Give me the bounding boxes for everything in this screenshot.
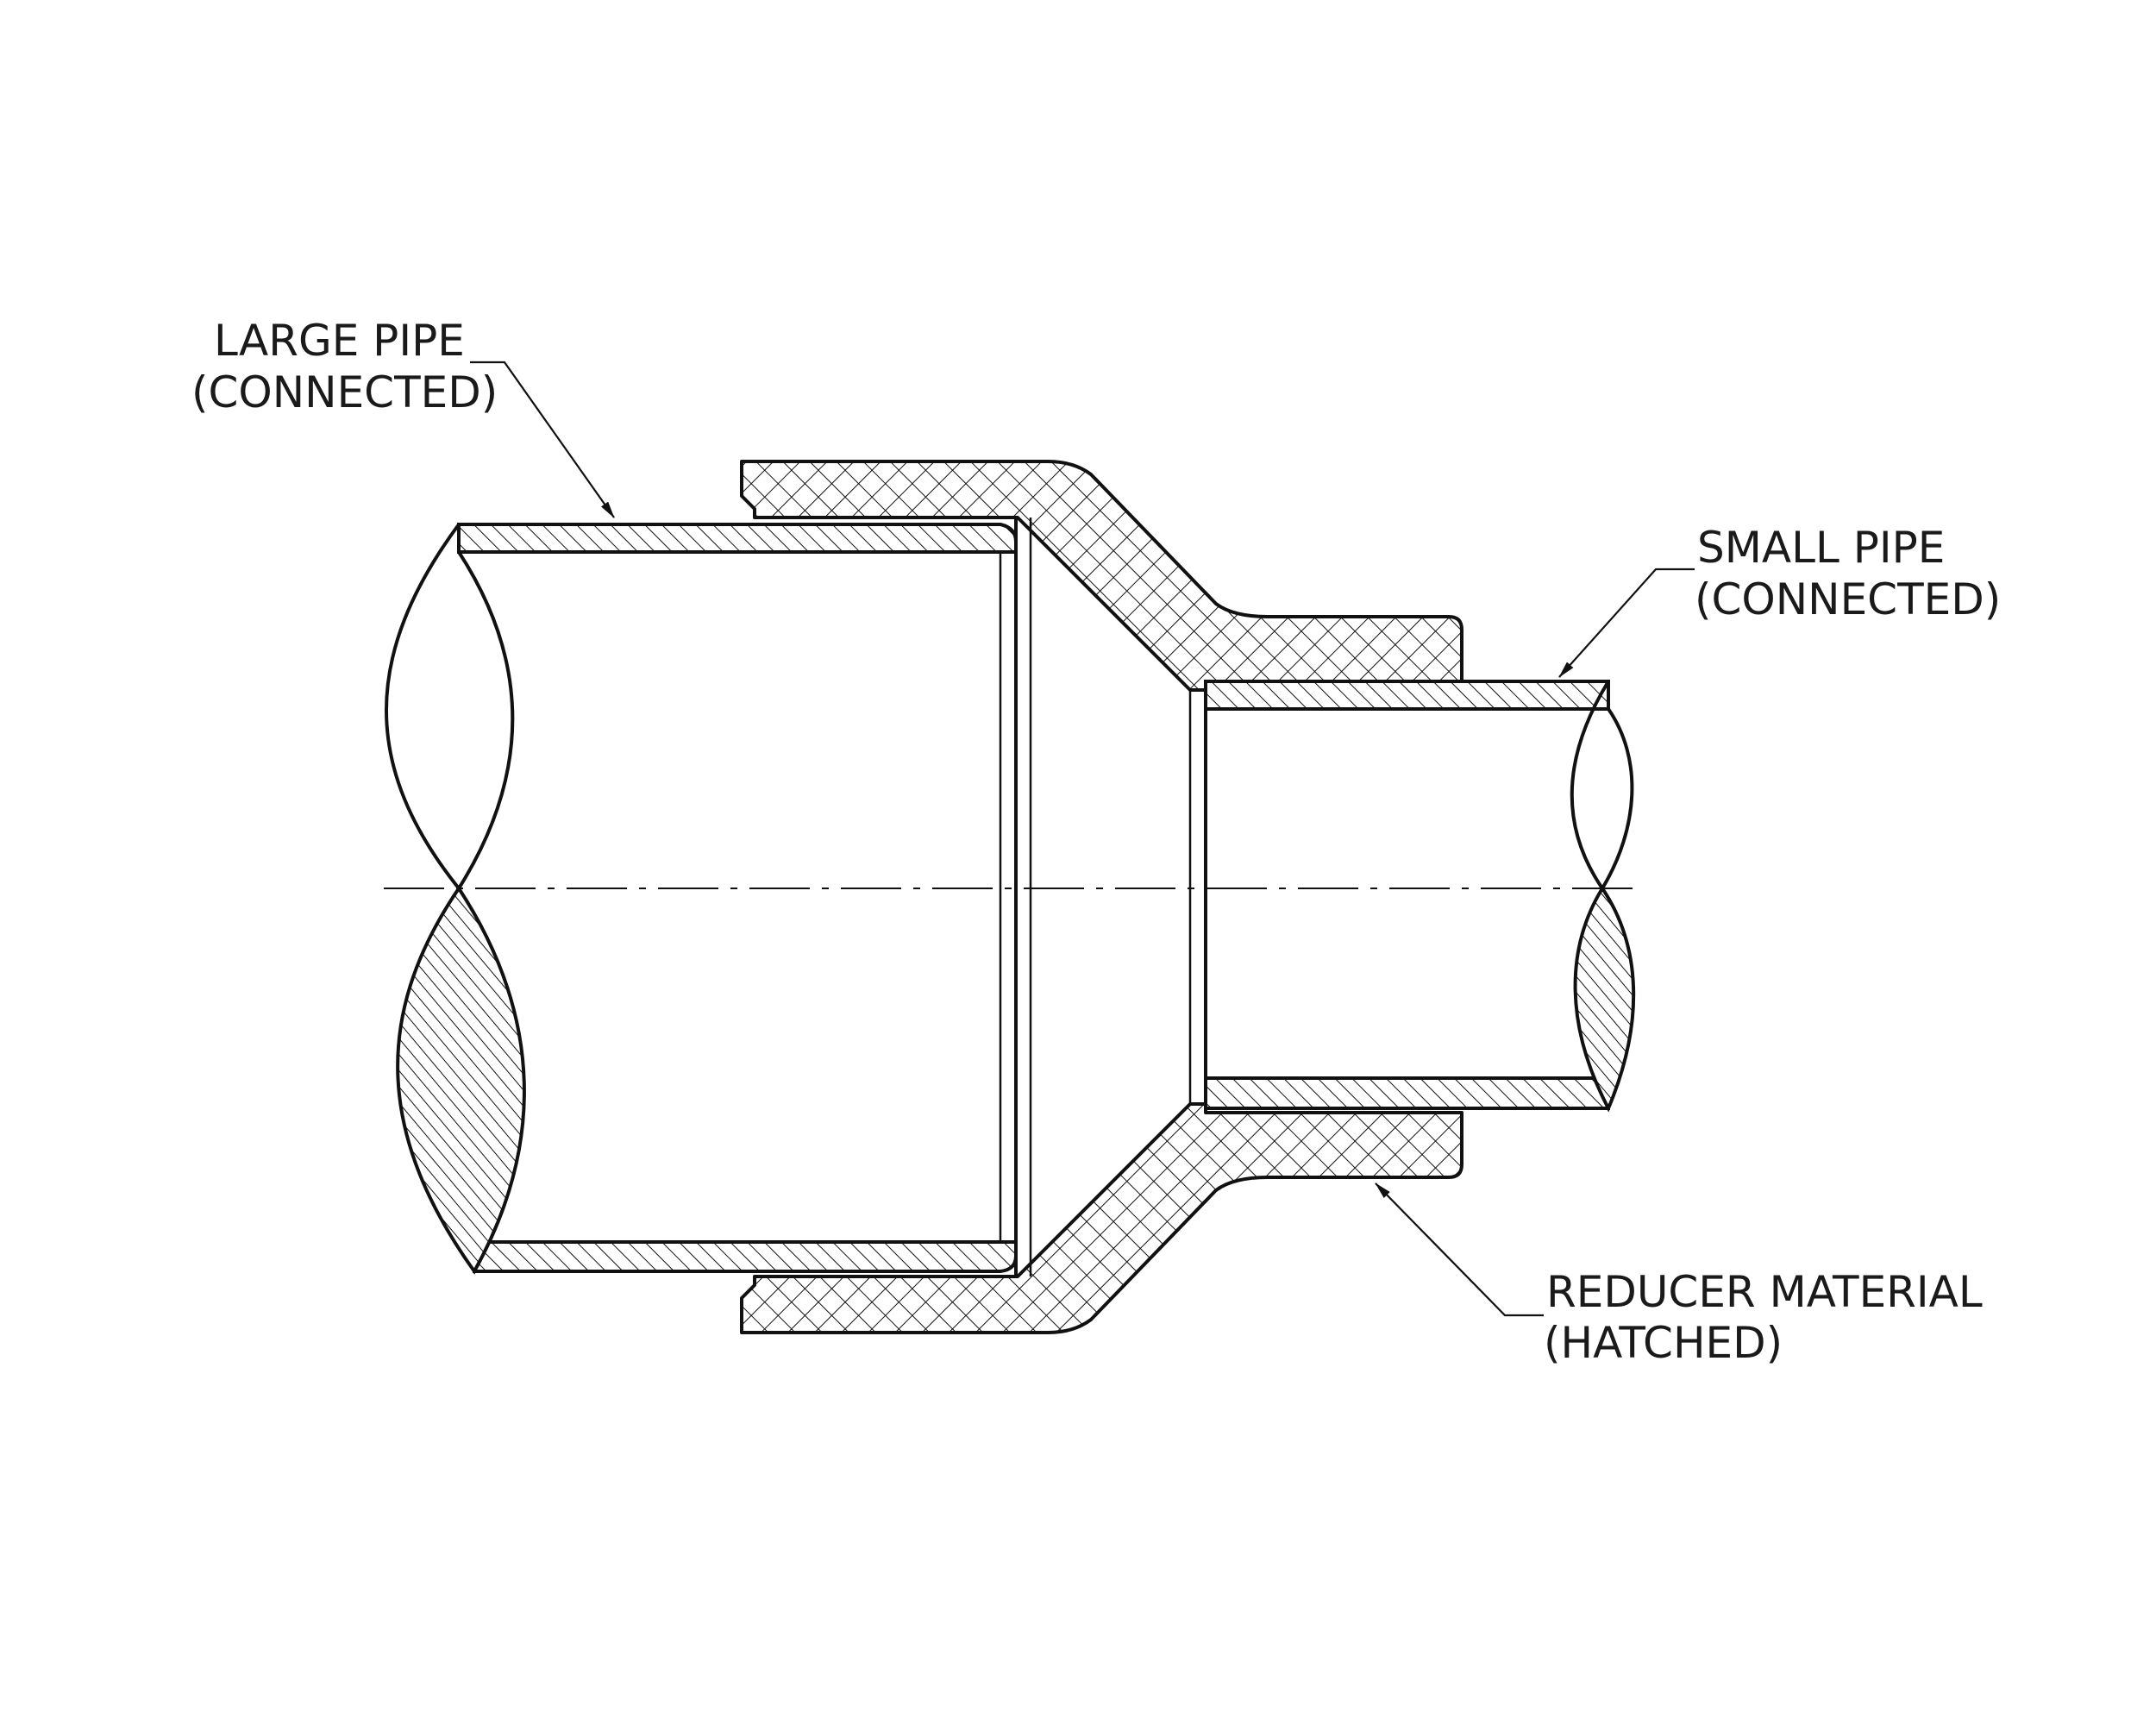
label-small-pipe-line1: SMALL PIPE [1697, 523, 1945, 573]
label-small-pipe-line2: (CONNECTED) [1695, 574, 2001, 624]
leaders [470, 361, 1695, 1317]
label-large-pipe-line1: LARGE PIPE [214, 316, 465, 366]
small-pipe-break-lower [1573, 885, 1636, 1113]
label-large-pipe-line2: (CONNECTED) [191, 367, 498, 417]
label-reducer-line1: REDUCER MATERIAL [1546, 1267, 1983, 1317]
large-pipe-upper-wall [457, 523, 1018, 554]
large-pipe-leader [470, 361, 615, 518]
small-pipe-break-upper [1570, 680, 1634, 890]
reducer-upper-wall [740, 460, 1463, 692]
reducer-lower-wall [740, 1102, 1463, 1334]
label-small-pipe: SMALL PIPE (CONNECTED) [1695, 523, 2001, 624]
label-large-pipe: LARGE PIPE (CONNECTED) [191, 316, 498, 417]
small-pipe-leader [1558, 568, 1695, 678]
reducer-leader [1375, 1182, 1544, 1317]
reducer-inner-lines [1014, 517, 1207, 1277]
label-reducer: REDUCER MATERIAL (HATCHED) [1544, 1267, 1983, 1368]
small-pipe-upper-wall [1204, 680, 1610, 711]
large-pipe-break-upper [385, 523, 515, 890]
label-reducer-line2: (HATCHED) [1544, 1318, 1783, 1368]
large-pipe [385, 523, 1018, 1275]
small-pipe-lower-wall [1204, 1076, 1610, 1110]
large-pipe-lower-wall [473, 1240, 1018, 1273]
small-pipe [1204, 680, 1636, 1113]
large-pipe-break-lower [396, 885, 526, 1275]
reducer-body [740, 460, 1463, 1334]
